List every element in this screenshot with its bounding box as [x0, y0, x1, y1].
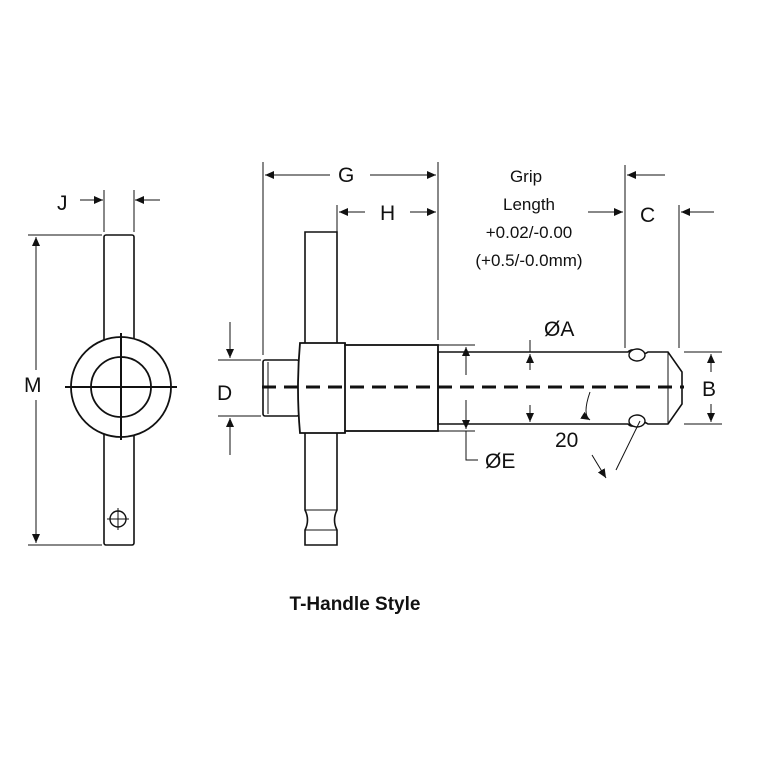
dim-label-c: C [640, 204, 655, 227]
dim-label-j: J [57, 192, 68, 215]
dim-label-angle: 20 [555, 429, 578, 452]
dim-label-d: D [217, 382, 232, 405]
grip-note-line3: +0.02/-0.00 [486, 223, 573, 242]
dim-label-e: ØE [485, 450, 515, 473]
dim-label-a: ØA [544, 318, 574, 341]
side-view: G H D Grip Length +0.02/-0.00 (+0.5/-0.0… [217, 162, 722, 546]
locking-ball-top [628, 348, 646, 362]
dim-label-g: G [338, 164, 354, 187]
angle-arc-upper [580, 391, 591, 421]
t-handle-bar [304, 231, 338, 546]
angle-arc-lower [591, 454, 607, 479]
end-view: J M [24, 190, 177, 546]
angle-leg [615, 420, 641, 471]
dim-label-m: M [24, 374, 42, 397]
grip-note-line1: Grip [510, 167, 542, 186]
locking-ball-bottom [628, 414, 646, 428]
dim-label-b: B [702, 378, 716, 401]
e-leader [465, 431, 478, 461]
diagram-caption: T-Handle Style [290, 594, 421, 615]
dim-label-h: H [380, 202, 395, 225]
grip-note-line2: Length [503, 195, 555, 214]
grip-note-line4: (+0.5/-0.0mm) [475, 251, 582, 270]
